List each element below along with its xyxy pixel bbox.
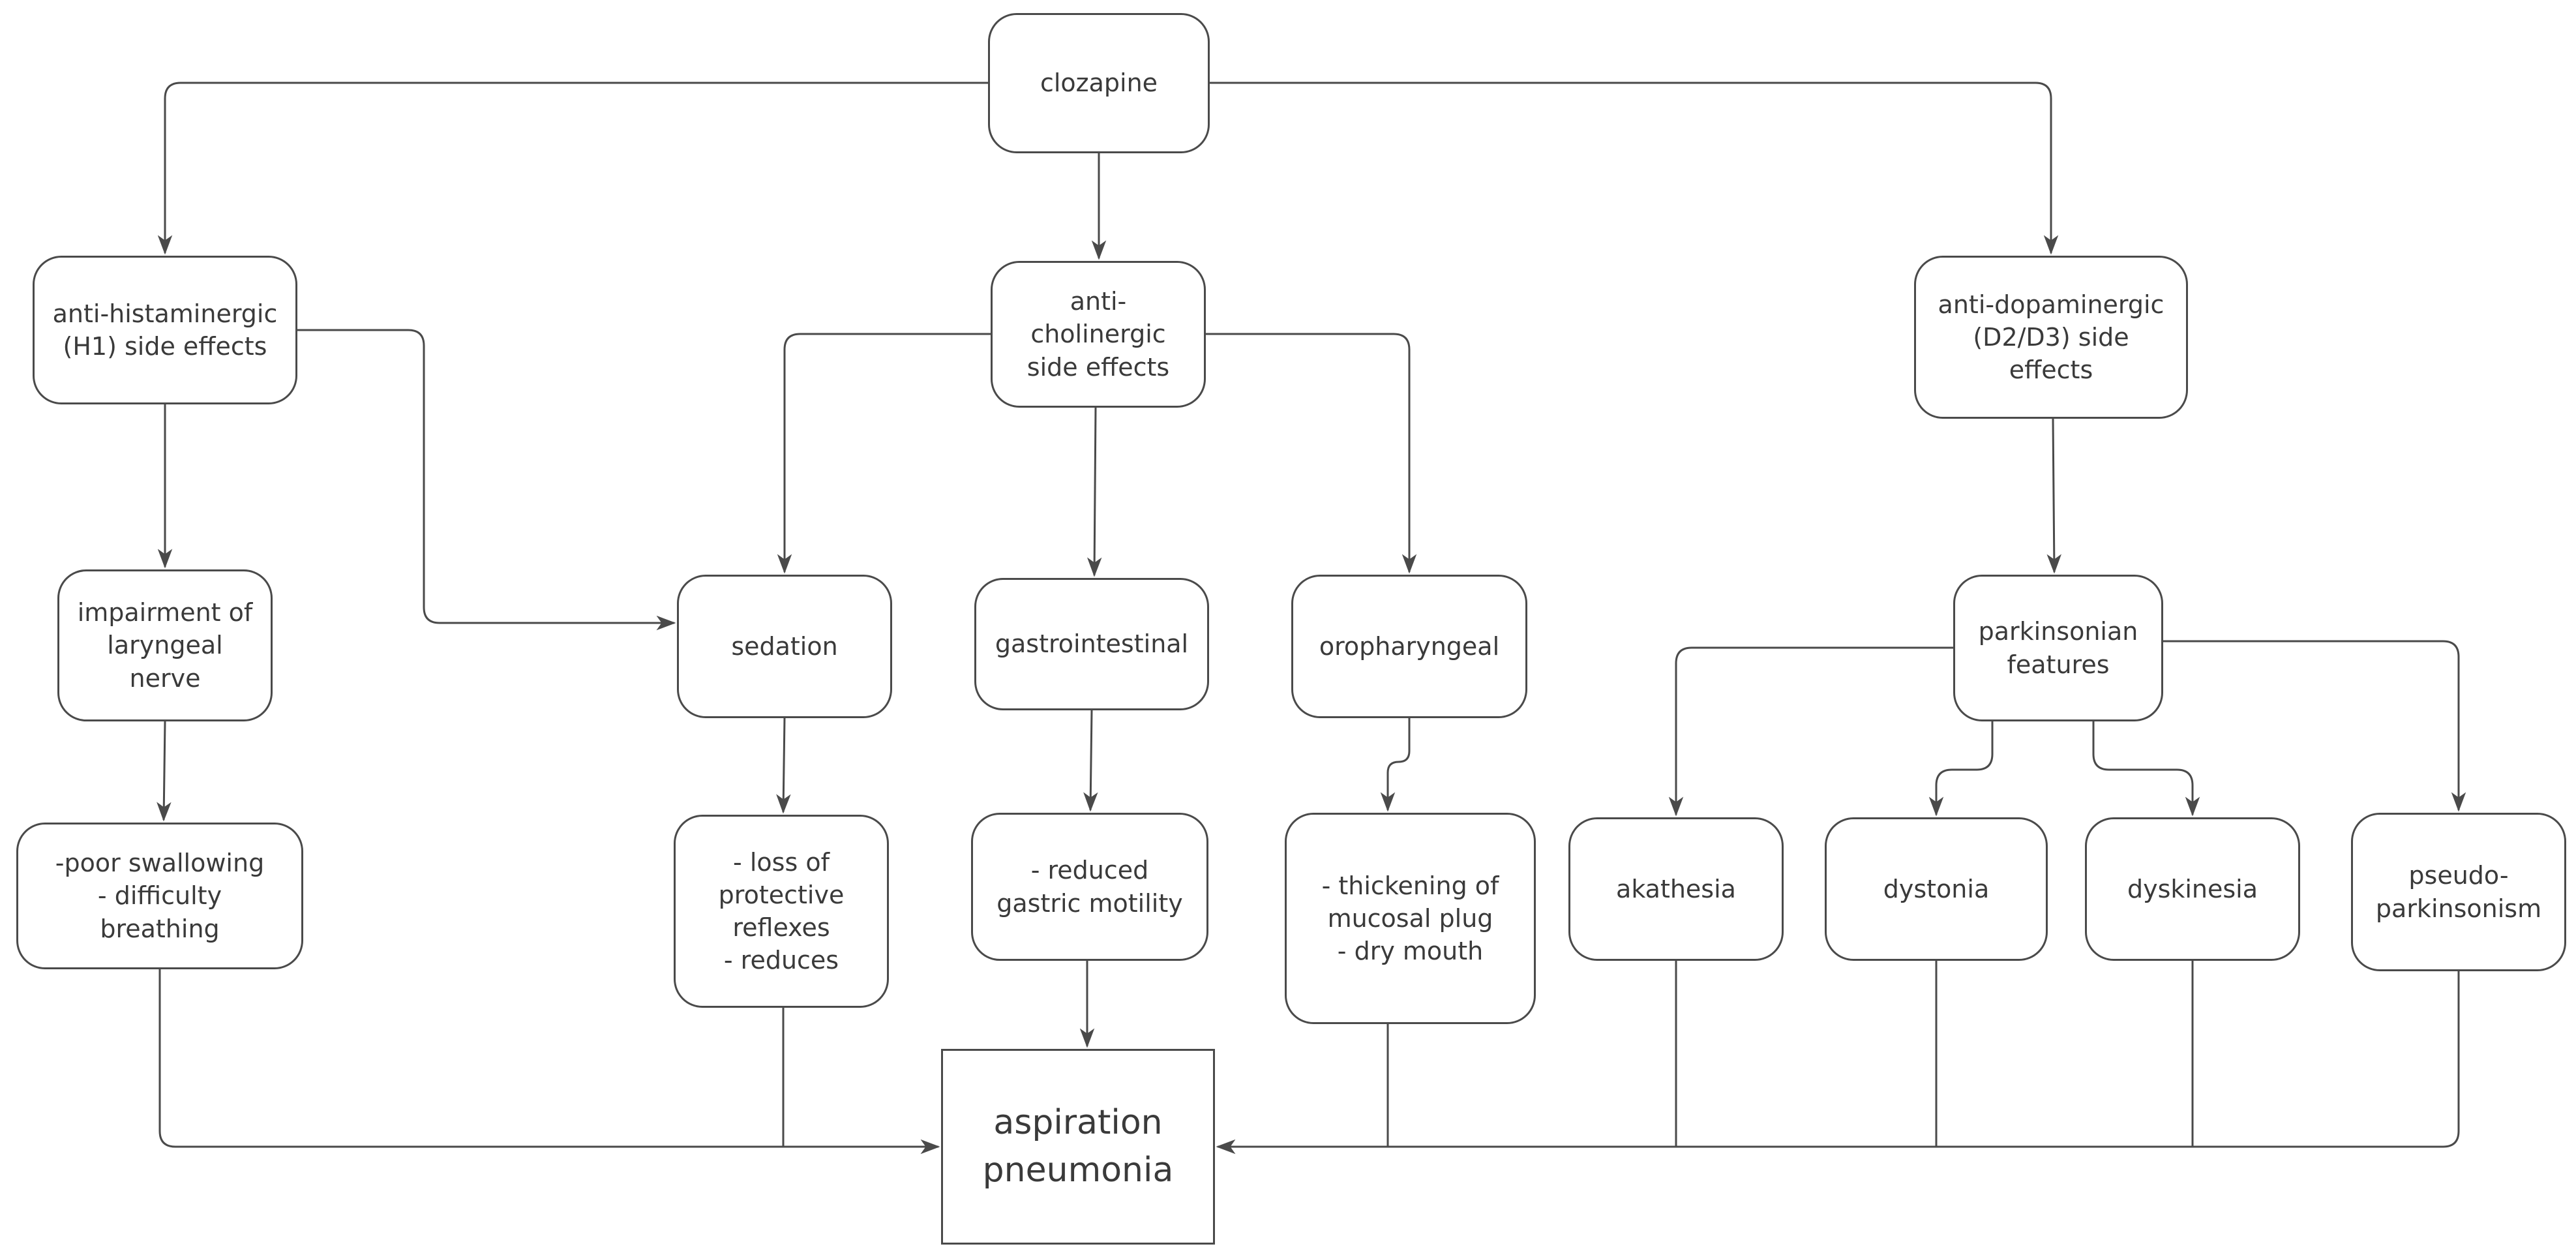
node-label: aspiration pneumonia: [982, 1103, 1174, 1190]
connector-edge: [1380, 718, 1411, 812]
node-aspiration-pneumonia[interactable]: aspiration pneumonia: [941, 1049, 1215, 1245]
node-label: gastrointestinal: [995, 629, 1189, 659]
node-label: akathesia: [1616, 874, 1736, 903]
node-poor-swallowing-difficulty-breathing[interactable]: -poor swallowing - difficulty breathing: [16, 823, 303, 969]
node-label: parkinsonian features: [1978, 617, 2138, 679]
node-label: - thickening of mucosal plug - dry mouth: [1321, 871, 1499, 966]
connector-edge: [1206, 333, 1417, 574]
node-oropharyngeal[interactable]: oropharyngeal: [1291, 575, 1527, 718]
node-label: anti-dopaminergic (D2/D3) side effects: [1938, 290, 2164, 385]
node-sedation[interactable]: sedation: [677, 575, 892, 718]
connector-edge: [777, 333, 991, 574]
node-label: - loss of protective reflexes - reduces: [718, 847, 845, 975]
connector-edge: [157, 721, 172, 822]
node-label: anti-histaminergic (H1) side effects: [52, 299, 278, 361]
node-parkinsonian-features[interactable]: parkinsonian features: [1953, 575, 2163, 721]
connector-edge: [157, 82, 988, 255]
node-anti-dopaminergic-side-effects[interactable]: anti-dopaminergic (D2/D3) side effects: [1914, 256, 2188, 419]
node-clozapine[interactable]: clozapine: [988, 13, 1210, 153]
node-pseudo-parkinsonism[interactable]: pseudo- parkinsonism: [2351, 813, 2566, 971]
connector-edge: [776, 718, 791, 814]
node-reduced-gastric-motility[interactable]: - reduced gastric motility: [971, 813, 1208, 961]
node-label: oropharyngeal: [1319, 631, 1500, 661]
connector-edge: [1668, 646, 1953, 817]
node-label: impairment of laryngeal nerve: [77, 598, 253, 693]
node-akathesia[interactable]: akathesia: [1568, 817, 1784, 961]
node-dystonia[interactable]: dystonia: [1825, 817, 2048, 961]
node-label: - reduced gastric motility: [996, 856, 1183, 918]
node-label: dystonia: [1883, 874, 1990, 903]
node-label: clozapine: [1040, 68, 1158, 98]
node-impairment-of-laryngeal-nerve[interactable]: impairment of laryngeal nerve: [57, 569, 273, 721]
connector-edge: [1216, 971, 2460, 1155]
connector-edge: [2163, 640, 2466, 812]
node-label: -poor swallowing - difficulty breathing: [55, 849, 265, 943]
connector-edge: [297, 329, 676, 631]
connector-edge: [1083, 710, 1098, 812]
connector-edge: [2092, 721, 2200, 817]
connector-edge: [1210, 82, 2059, 255]
node-label: anti- cholinergic side effects: [1026, 287, 1170, 382]
node-anti-histaminergic-side-effects[interactable]: anti-histaminergic (H1) side effects: [33, 256, 297, 404]
node-label: dyskinesia: [2127, 874, 2258, 903]
connector-edge: [1928, 721, 1994, 817]
connector-edge: [1086, 407, 1102, 577]
node-anti-cholinergic-side-effects[interactable]: anti- cholinergic side effects: [991, 261, 1206, 408]
connector-edge: [2046, 418, 2062, 574]
node-gastrointestinal[interactable]: gastrointestinal: [974, 578, 1209, 710]
node-label: sedation: [731, 631, 838, 661]
node-dyskinesia[interactable]: dyskinesia: [2085, 817, 2300, 961]
node-loss-of-protective-reflexes[interactable]: - loss of protective reflexes - reduces: [674, 815, 889, 1008]
node-thickening-of-mucosal-plug-dry-mouth[interactable]: - thickening of mucosal plug - dry mouth: [1285, 813, 1536, 1024]
connector-edge: [158, 969, 940, 1155]
node-label: pseudo- parkinsonism: [2375, 861, 2542, 923]
